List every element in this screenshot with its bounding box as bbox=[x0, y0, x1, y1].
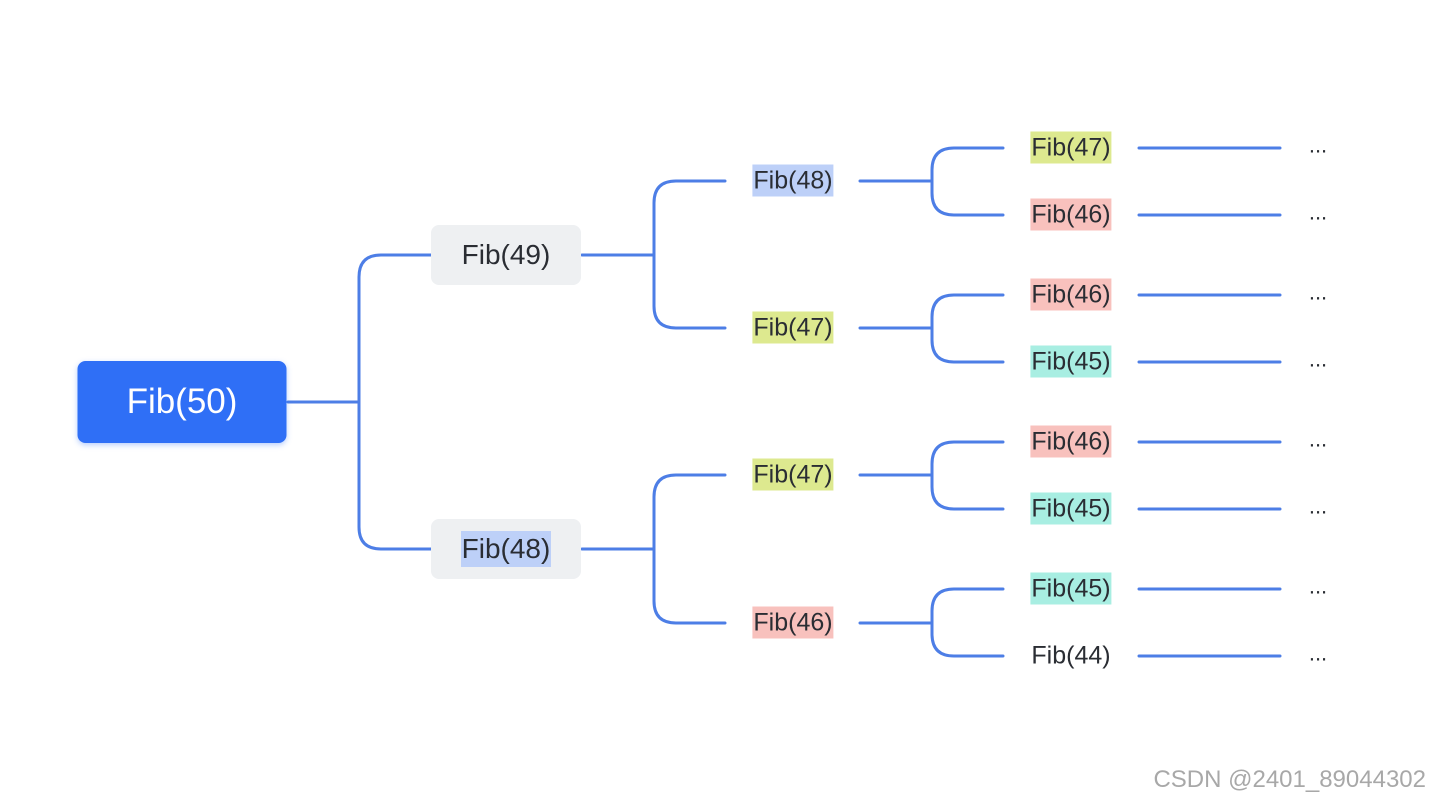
level2-node-3[interactable]: Fib(46) bbox=[752, 606, 834, 639]
continuation-ellipsis: ... bbox=[1308, 493, 1328, 519]
level3-node-label: Fib(45) bbox=[1030, 572, 1112, 605]
continuation-ellipsis: ... bbox=[1308, 426, 1328, 452]
level2-node-1[interactable]: Fib(47) bbox=[752, 311, 834, 344]
level3-node-4[interactable]: Fib(46) bbox=[1030, 425, 1112, 458]
level3-node-7[interactable]: Fib(44) bbox=[1030, 642, 1111, 671]
level1-node-label: Fib(49) bbox=[461, 239, 551, 270]
level3-node-label: Fib(44) bbox=[1031, 641, 1111, 670]
root-node-label: Fib(50) bbox=[126, 382, 238, 421]
level2-node-label: Fib(46) bbox=[752, 606, 834, 639]
level3-node-label: Fib(47) bbox=[1030, 131, 1112, 164]
level3-node-5[interactable]: Fib(45) bbox=[1030, 492, 1112, 525]
continuation-ellipsis: ... bbox=[1308, 640, 1328, 666]
level1-node-1[interactable]: Fib(48) bbox=[431, 519, 581, 579]
connector-level2-0 bbox=[858, 146, 1005, 217]
watermark: CSDN @2401_89044302 bbox=[1153, 766, 1426, 793]
continuation-ellipsis: ... bbox=[1308, 132, 1328, 158]
level3-node-1[interactable]: Fib(46) bbox=[1030, 198, 1112, 231]
level3-node-3[interactable]: Fib(45) bbox=[1030, 345, 1112, 378]
level1-node-label: Fib(48) bbox=[460, 531, 552, 567]
level1-node-0[interactable]: Fib(49) bbox=[431, 225, 581, 285]
level3-node-label: Fib(45) bbox=[1030, 345, 1112, 378]
level2-node-0[interactable]: Fib(48) bbox=[752, 164, 834, 197]
level3-node-0[interactable]: Fib(47) bbox=[1030, 131, 1112, 164]
level3-node-label: Fib(46) bbox=[1030, 278, 1112, 311]
continuation-ellipsis: ... bbox=[1308, 346, 1328, 372]
root-node[interactable]: Fib(50) bbox=[77, 361, 287, 443]
level2-node-label: Fib(47) bbox=[752, 311, 834, 344]
connector-level2-2 bbox=[858, 440, 1005, 511]
continuation-ellipsis: ... bbox=[1308, 573, 1328, 599]
level3-node-label: Fib(45) bbox=[1030, 492, 1112, 525]
connector-level2-1 bbox=[858, 293, 1005, 364]
connector-level2-3 bbox=[858, 587, 1005, 658]
level3-node-label: Fib(46) bbox=[1030, 425, 1112, 458]
level3-node-label: Fib(46) bbox=[1030, 198, 1112, 231]
connector-level1-1 bbox=[580, 473, 727, 625]
level2-node-label: Fib(47) bbox=[752, 458, 834, 491]
level2-node-label: Fib(48) bbox=[752, 164, 834, 197]
connector-level1-0 bbox=[580, 179, 727, 330]
level3-node-2[interactable]: Fib(46) bbox=[1030, 278, 1112, 311]
continuation-ellipsis: ... bbox=[1308, 279, 1328, 305]
level3-node-6[interactable]: Fib(45) bbox=[1030, 572, 1112, 605]
continuation-ellipsis: ... bbox=[1308, 199, 1328, 225]
connector-root bbox=[286, 253, 434, 551]
level2-node-2[interactable]: Fib(47) bbox=[752, 458, 834, 491]
